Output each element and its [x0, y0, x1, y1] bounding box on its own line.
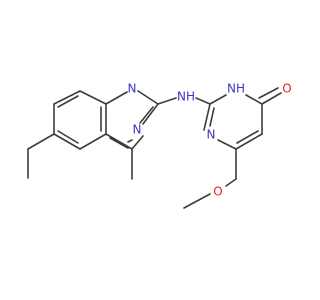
bond	[209, 94, 227, 105]
bond	[79, 90, 107, 105]
atom-label-nh: NH	[227, 82, 245, 96]
molecule-structure: N N NH NH N O O	[27, 82, 292, 209]
bond	[235, 133, 263, 150]
bond	[137, 90, 159, 105]
bond	[53, 133, 81, 150]
bond	[225, 178, 237, 187]
bond	[57, 95, 79, 108]
bond	[183, 193, 211, 209]
bond	[195, 97, 211, 105]
bond	[157, 97, 177, 105]
atom-label-o: O	[213, 185, 222, 199]
bond	[127, 139, 133, 143]
bond	[109, 137, 129, 149]
bond	[258, 87, 279, 99]
atom-label-n: N	[128, 82, 137, 96]
atom-label-nh: NH	[177, 90, 195, 104]
bond	[217, 139, 237, 150]
bonds	[27, 87, 282, 209]
atom-labels: N N NH NH N O O	[128, 82, 292, 199]
bond	[57, 130, 79, 144]
bond	[139, 106, 154, 124]
bond	[203, 103, 211, 131]
bond	[105, 133, 133, 150]
atom-label-n: N	[207, 128, 216, 142]
bond	[27, 133, 55, 150]
bond	[105, 91, 128, 105]
bond	[209, 107, 215, 127]
bond	[79, 133, 107, 150]
bond	[142, 103, 159, 125]
bond	[131, 135, 144, 150]
atom-label-n: N	[133, 123, 142, 137]
bond	[53, 90, 81, 105]
bond	[261, 92, 282, 105]
atom-label-o: O	[282, 82, 291, 96]
bond	[236, 130, 259, 144]
bond	[245, 94, 263, 105]
